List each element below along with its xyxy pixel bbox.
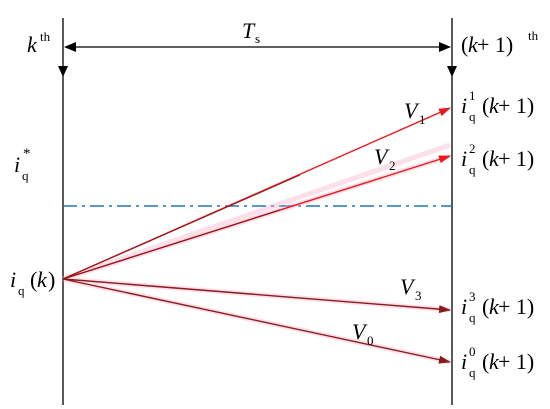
result-label-2: i q 2 ( k + 1) bbox=[461, 141, 534, 177]
svg-text:k: k bbox=[489, 294, 500, 319]
svg-text:q: q bbox=[469, 162, 476, 177]
vector-arrow-v3 bbox=[62, 278, 451, 314]
svg-text:(: ( bbox=[482, 294, 489, 319]
result-label-3: i q 3 ( k + 1) bbox=[461, 289, 534, 325]
svg-text:+ 1): + 1) bbox=[498, 146, 534, 171]
vector-label-v1-sub: 1 bbox=[419, 112, 426, 127]
vector-label-v2-sub: 2 bbox=[389, 158, 396, 173]
svg-text:(: ( bbox=[482, 146, 489, 171]
period-label: T bbox=[242, 18, 256, 43]
vector-label-v0: V bbox=[352, 319, 368, 344]
svg-text:k: k bbox=[489, 93, 500, 118]
k-start-sup: th bbox=[40, 29, 51, 44]
current-k-open: ( bbox=[30, 267, 37, 292]
vector-arrow-v0 bbox=[62, 278, 451, 364]
svg-text:(: ( bbox=[482, 93, 489, 118]
svg-text:q: q bbox=[469, 109, 476, 124]
svg-text:2: 2 bbox=[469, 141, 476, 156]
svg-text:k: k bbox=[489, 349, 500, 374]
current-k-close: ) bbox=[48, 267, 55, 292]
svg-text:(: ( bbox=[482, 349, 489, 374]
vector-label-v1: V bbox=[404, 98, 420, 123]
svg-text:i: i bbox=[461, 349, 467, 374]
ref-current-label: i bbox=[14, 152, 20, 177]
k-end-var: k bbox=[468, 32, 479, 57]
svg-text:1: 1 bbox=[469, 88, 476, 103]
svg-text:i: i bbox=[461, 294, 467, 319]
current-k-sub: q bbox=[18, 283, 25, 298]
svg-text:+ 1): + 1) bbox=[498, 349, 534, 374]
period-left-arrowhead-icon bbox=[64, 42, 76, 52]
vector-label-v2: V bbox=[374, 144, 390, 169]
result-label-1: i q 1 ( k + 1) bbox=[461, 88, 534, 124]
k-start-label: k bbox=[27, 32, 38, 57]
svg-text:k: k bbox=[489, 146, 500, 171]
svg-text:q: q bbox=[469, 310, 476, 325]
vector-label-v3: V bbox=[400, 274, 416, 299]
left-down-arrow-icon bbox=[58, 66, 68, 77]
k-end-sup: th bbox=[528, 28, 539, 43]
result-label-0: i q 0 ( k + 1) bbox=[461, 344, 534, 380]
svg-text:q: q bbox=[469, 365, 476, 380]
svg-text:i: i bbox=[461, 93, 467, 118]
vector-label-v0-sub: 0 bbox=[367, 333, 374, 348]
current-k-var: k bbox=[37, 267, 48, 292]
ref-current-sup: * bbox=[23, 146, 31, 162]
svg-text:0: 0 bbox=[469, 344, 476, 359]
k-end-rest: + 1) bbox=[477, 32, 513, 57]
k-end-open: ( bbox=[461, 32, 468, 57]
period-right-arrowhead-icon bbox=[439, 42, 451, 52]
vector-arrow-v2-dark bbox=[62, 209, 281, 280]
svg-text:+ 1): + 1) bbox=[498, 93, 534, 118]
vector-label-v3-sub: 3 bbox=[415, 288, 422, 303]
ref-current-sub: q bbox=[22, 168, 29, 183]
vector-arrow-v1-dark bbox=[62, 174, 301, 280]
right-down-arrow-icon bbox=[447, 66, 457, 77]
current-k-label: i bbox=[10, 267, 16, 292]
period-sub: s bbox=[255, 31, 260, 46]
svg-text:3: 3 bbox=[469, 289, 476, 304]
svg-text:i: i bbox=[461, 146, 467, 171]
svg-text:+ 1): + 1) bbox=[498, 294, 534, 319]
